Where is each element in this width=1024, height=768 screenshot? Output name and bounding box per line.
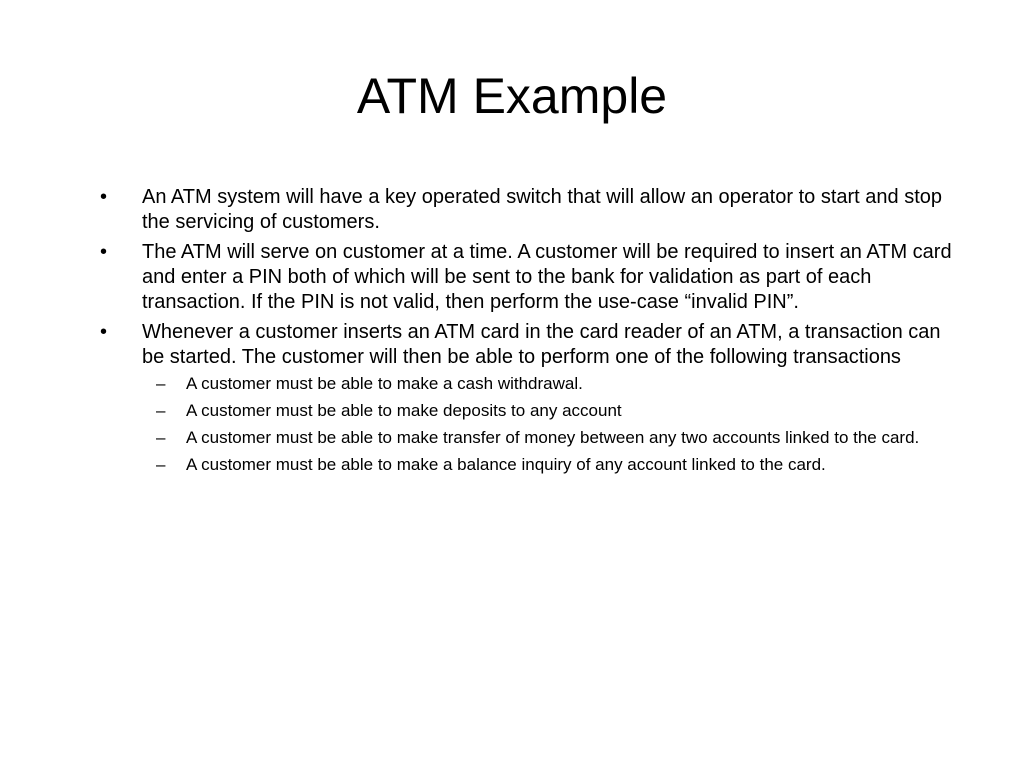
sub-bullet-marker: – (156, 455, 166, 474)
sub-bullet-marker: – (156, 401, 166, 420)
bullet-text: Whenever a customer inserts an ATM card … (142, 321, 941, 368)
bullet-item: • An ATM system will have a key operated… (100, 185, 960, 235)
bullet-marker: • (100, 241, 108, 263)
bullet-text: An ATM system will have a key operated s… (142, 186, 942, 233)
slide-title: ATM Example (356, 68, 668, 124)
sub-bullet-text: A customer must be able to make deposits… (186, 401, 622, 420)
bullet-list: • An ATM system will have a key operated… (100, 185, 960, 476)
sub-bullet-item: – A customer must be able to make a cash… (100, 373, 960, 395)
bullet-text: The ATM will serve on customer at a time… (142, 241, 952, 313)
bullet-marker: • (100, 321, 108, 343)
sub-bullet-item: – A customer must be able to make a bala… (100, 454, 960, 476)
sub-bullet-text: A customer must be able to make a balanc… (186, 455, 826, 474)
sub-bullet-marker: – (156, 374, 166, 393)
sub-bullet-item: – A customer must be able to make transf… (100, 427, 960, 449)
slide-content: • An ATM system will have a key operated… (100, 185, 960, 481)
sub-bullet-list: – A customer must be able to make a cash… (100, 373, 960, 476)
sub-bullet-marker: – (156, 428, 166, 447)
bullet-item: • Whenever a customer inserts an ATM car… (100, 320, 960, 476)
sub-bullet-text: A customer must be able to make a cash w… (186, 374, 583, 393)
bullet-marker: • (100, 186, 108, 208)
sub-bullet-item: – A customer must be able to make deposi… (100, 400, 960, 422)
bullet-item: • The ATM will serve on customer at a ti… (100, 240, 960, 315)
sub-bullet-text: A customer must be able to make transfer… (186, 428, 920, 447)
